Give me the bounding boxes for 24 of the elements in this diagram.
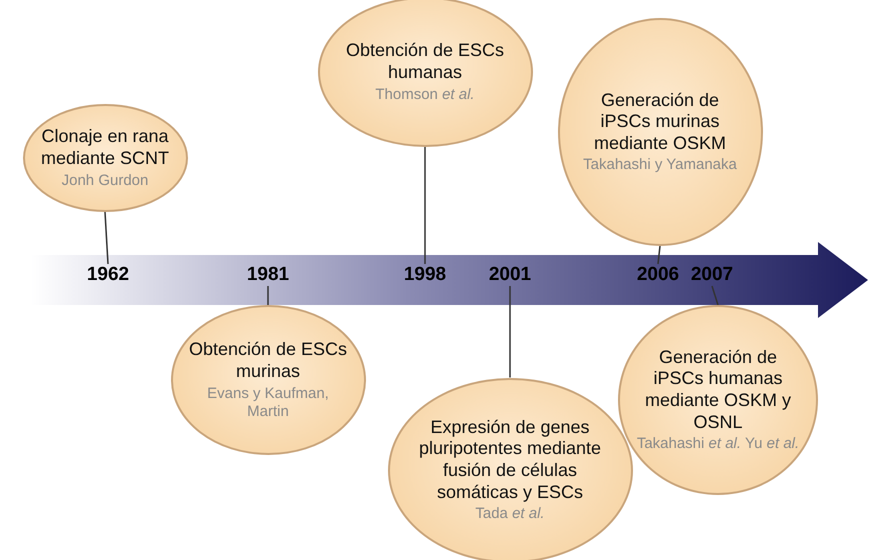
year-label: 2006: [631, 264, 685, 286]
year-label: 1998: [398, 264, 452, 286]
year-label: 2007: [685, 264, 739, 286]
author-name: Thomson et al.: [375, 86, 475, 104]
leader-line: [267, 286, 269, 305]
author-name: Evans y Kaufman, Martin: [206, 384, 330, 421]
event-title: Obtención de ESCs murinas: [188, 339, 348, 383]
event-title: Obtención de ESCs humanas: [344, 40, 506, 84]
leader-line: [104, 212, 109, 264]
event-title: Generación de iPSCs murinas mediante OSKM: [592, 90, 728, 154]
year-label: 2001: [483, 264, 537, 286]
year-label: 1962: [81, 264, 135, 286]
leader-line: [509, 286, 511, 378]
leader-line: [711, 286, 719, 306]
year-label: 1981: [241, 264, 295, 286]
event-title: Generación de iPSCs humanas mediante OSKM y OSNL: [644, 346, 792, 434]
event-title: Clonaje en rana mediante SCNT: [40, 126, 170, 170]
author-name: Takahashi et al. Yu et al.: [636, 435, 800, 454]
event-title: Expresión de genes pluripotentes mediante fusión de células somáticas y ESCs: [418, 416, 602, 504]
author-name: Tada et al.: [475, 505, 545, 524]
author-name: Takahashi y Yamanaka: [583, 156, 737, 174]
leader-line: [424, 147, 426, 264]
author-name: Jonh Gurdon: [62, 172, 148, 190]
leader-line: [657, 246, 661, 264]
